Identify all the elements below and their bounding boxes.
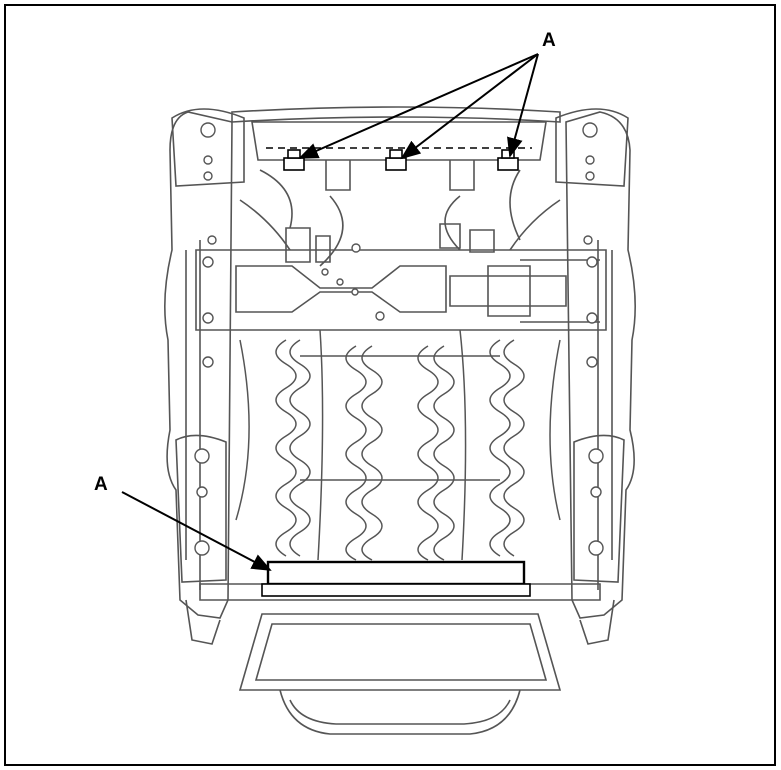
clip-middle [385, 157, 407, 171]
callout-arrows [121, 53, 539, 571]
callout-label-bottom: A [94, 474, 108, 495]
seat-frame [164, 106, 636, 735]
clip-right [497, 157, 519, 171]
arrow-to-middle-clip [400, 53, 539, 160]
seat-springs [235, 329, 561, 561]
callout-label-top: A [542, 30, 556, 51]
arrow-to-right-clip [507, 53, 539, 158]
clip-left [283, 157, 305, 171]
arrow-to-left-clip [298, 53, 539, 159]
bottom-strip [261, 560, 531, 597]
arrow-to-bottom-strip [121, 491, 272, 571]
diagram-frame [4, 4, 776, 766]
frame-holes [194, 122, 604, 556]
